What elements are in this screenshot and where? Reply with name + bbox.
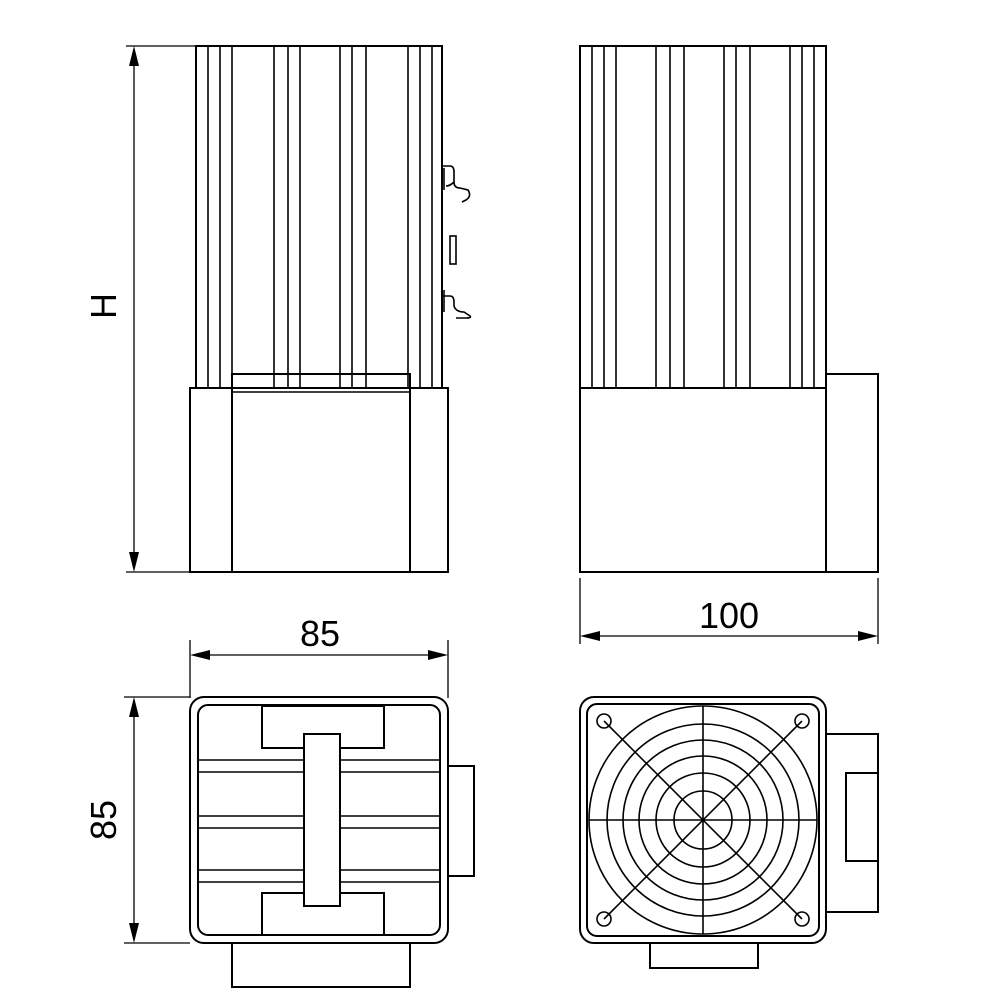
fan-side-block xyxy=(825,733,879,913)
top-bottom-connector xyxy=(231,942,411,988)
side-view xyxy=(579,45,879,573)
top-side-connector xyxy=(447,765,475,877)
front-fins xyxy=(207,46,433,388)
front-view xyxy=(189,45,472,573)
fan-side-connector xyxy=(845,772,879,862)
front-heatsink-body xyxy=(195,45,443,389)
side-width-label: 100 xyxy=(699,595,759,636)
depth-85-dimension: 85 xyxy=(83,696,190,944)
side-connector xyxy=(825,373,879,573)
side-base xyxy=(579,387,827,573)
top-view xyxy=(189,696,475,988)
side-fins xyxy=(591,46,815,388)
top-depth-label: 85 xyxy=(83,800,124,840)
side-heatsink-body xyxy=(579,45,827,389)
front-terminal-cover xyxy=(231,373,411,573)
width-100-dimension: 100 xyxy=(579,578,879,644)
fan-inner-frame xyxy=(586,703,820,937)
din-clip xyxy=(442,165,472,319)
front-width-label: 85 xyxy=(300,613,340,654)
fan-bottom-connector xyxy=(649,942,759,969)
height-dimension: H xyxy=(83,45,196,573)
fan-screw-holes xyxy=(596,713,810,927)
top-center-bar xyxy=(303,733,341,907)
height-label: H xyxy=(83,293,124,319)
fan-view xyxy=(579,696,879,969)
width-85-dimension: 85 xyxy=(189,613,449,698)
fan-grille xyxy=(588,705,818,935)
